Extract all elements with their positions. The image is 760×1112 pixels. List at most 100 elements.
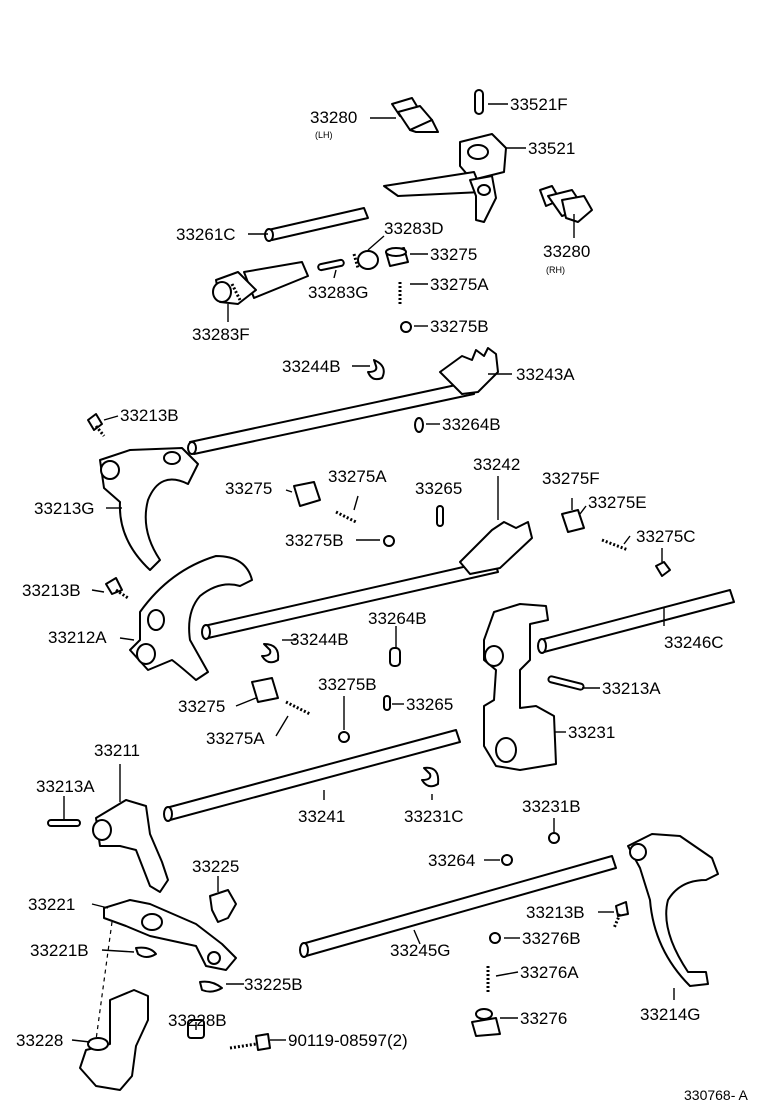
part-33228-bracket xyxy=(79,989,149,1091)
part-33221b-clip xyxy=(135,946,157,958)
part-33280-lh xyxy=(391,97,439,133)
label-33241: 33241 xyxy=(298,807,345,826)
label-33264: 33264 xyxy=(428,851,475,870)
label-33521: 33521 xyxy=(528,139,575,158)
label-33225: 33225 xyxy=(192,857,239,876)
part-33244b-top-clip xyxy=(367,359,385,381)
label-33275b-mid: 33275B xyxy=(285,531,344,550)
label-33264b-top: 33264B xyxy=(442,415,501,434)
part-33242-rod xyxy=(201,521,533,640)
part-33265-low-pin xyxy=(383,695,391,711)
figure-reference: 330768- A xyxy=(684,1087,748,1103)
alignment-dashed-line xyxy=(95,921,113,1041)
label-33213b-top: 33213B xyxy=(120,406,179,425)
part-33283d-ring xyxy=(352,250,379,270)
label-33213g: 33213G xyxy=(34,499,95,518)
part-33261c-shaft xyxy=(264,207,369,242)
label-33244b-mid: 33244B xyxy=(290,630,349,649)
part-33521f-pin xyxy=(474,89,484,115)
label-33275a-mid: 33275A xyxy=(328,467,387,486)
part-33264b-top-ring xyxy=(414,417,424,433)
part-33211-lever xyxy=(92,799,169,893)
label-33261c: 33261C xyxy=(176,225,236,244)
part-33275-mid-plug xyxy=(293,481,321,507)
label-33225b: 33225B xyxy=(244,975,303,994)
part-33275e-spring xyxy=(601,538,629,552)
part-33275b-low-ball xyxy=(338,731,350,743)
part-33283f-shaft xyxy=(212,261,309,305)
label-33213b-low: 33213B xyxy=(526,903,585,922)
label-33242: 33242 xyxy=(473,455,520,474)
part-33275b-mid-ball xyxy=(383,535,395,547)
label-33283f: 33283F xyxy=(192,325,250,344)
label-33275a-low: 33275A xyxy=(206,729,265,748)
part-33213g-fork xyxy=(99,447,199,571)
label-33276: 33276 xyxy=(520,1009,567,1028)
part-33241-rod xyxy=(163,729,461,822)
part-33231b-ball xyxy=(548,832,560,844)
part-33283g-pin xyxy=(317,258,345,272)
part-33246c-rod xyxy=(537,589,735,654)
label-33280-lh: 33280 xyxy=(310,108,357,127)
part-33275a-mid-spring xyxy=(335,510,357,524)
label-33276a: 33276A xyxy=(520,963,579,982)
label-33265-top: 33265 xyxy=(415,479,462,498)
label-33228b: 33228B xyxy=(168,1011,227,1030)
part-33275-low-plug xyxy=(251,677,279,703)
part-33244b-mid-clip xyxy=(261,643,280,664)
part-33275c-ball xyxy=(655,561,671,577)
part-33264b-mid-ring xyxy=(389,647,401,667)
label-33264b-mid: 33264B xyxy=(368,609,427,628)
label-33275e: 33275E xyxy=(588,493,647,512)
part-33275-top-plug xyxy=(385,247,409,267)
part-33221-lever xyxy=(103,899,237,971)
label-33275c: 33275C xyxy=(636,527,696,546)
part-33521-shift-head xyxy=(383,133,507,223)
label-33275-top: 33275 xyxy=(430,245,477,264)
label-33246c: 33246C xyxy=(664,633,724,652)
label-33244b-top: 33244B xyxy=(282,357,341,376)
label-33231: 33231 xyxy=(568,723,615,742)
label-33280-lh-sub: (LH) xyxy=(315,130,333,140)
part-33276b-ball xyxy=(489,932,501,944)
label-33228: 33228 xyxy=(16,1031,63,1050)
label-33213a-left: 33213A xyxy=(36,777,95,796)
part-33275b-top-ball xyxy=(400,321,412,333)
label-33211: 33211 xyxy=(94,741,140,760)
label-33280-rh: 33280 xyxy=(543,242,590,261)
label-33213b-mid: 33213B xyxy=(22,581,81,600)
label-33221: 33221 xyxy=(28,895,75,914)
label-33283d: 33283D xyxy=(384,219,444,238)
part-90119-bolt xyxy=(229,1033,271,1051)
part-33275a-low-spring xyxy=(285,700,311,716)
label-33243a: 33243A xyxy=(516,365,575,384)
label-33275f: 33275F xyxy=(542,469,600,488)
part-33276-plug xyxy=(471,1008,501,1037)
label-33245g: 33245G xyxy=(390,941,451,960)
label-33275-mid: 33275 xyxy=(225,479,272,498)
label-33265-low: 33265 xyxy=(406,695,453,714)
label-33280-rh-sub: (RH) xyxy=(546,265,565,275)
label-33231c: 33231C xyxy=(404,807,464,826)
label-33214g: 33214G xyxy=(640,1005,701,1024)
label-33275b-low: 33275B xyxy=(318,675,377,694)
label-33221b: 33221B xyxy=(30,941,89,960)
label-33275-low: 33275 xyxy=(178,697,225,716)
part-33264-ball xyxy=(501,854,513,866)
part-33275f-plug xyxy=(561,509,585,533)
part-33213b-mid-bolt xyxy=(105,577,129,600)
part-labels: 33280 (LH) 33521F 33521 33280 (RH) 33261… xyxy=(16,95,748,1103)
label-33275a-top: 33275A xyxy=(430,275,489,294)
label-33231b: 33231B xyxy=(522,797,581,816)
leader-lines xyxy=(63,103,675,1043)
part-33213a-left-pin xyxy=(47,819,81,827)
part-33212a-fork xyxy=(129,555,253,681)
part-33225-guide xyxy=(209,889,237,923)
part-33243a-rod xyxy=(187,347,499,455)
label-33213a-right: 33213A xyxy=(602,679,661,698)
label-33283g: 33283G xyxy=(308,283,369,302)
part-33245g-rod xyxy=(299,855,617,958)
part-33213a-right-pin xyxy=(547,675,585,691)
part-33213b-top-bolt xyxy=(87,413,106,437)
